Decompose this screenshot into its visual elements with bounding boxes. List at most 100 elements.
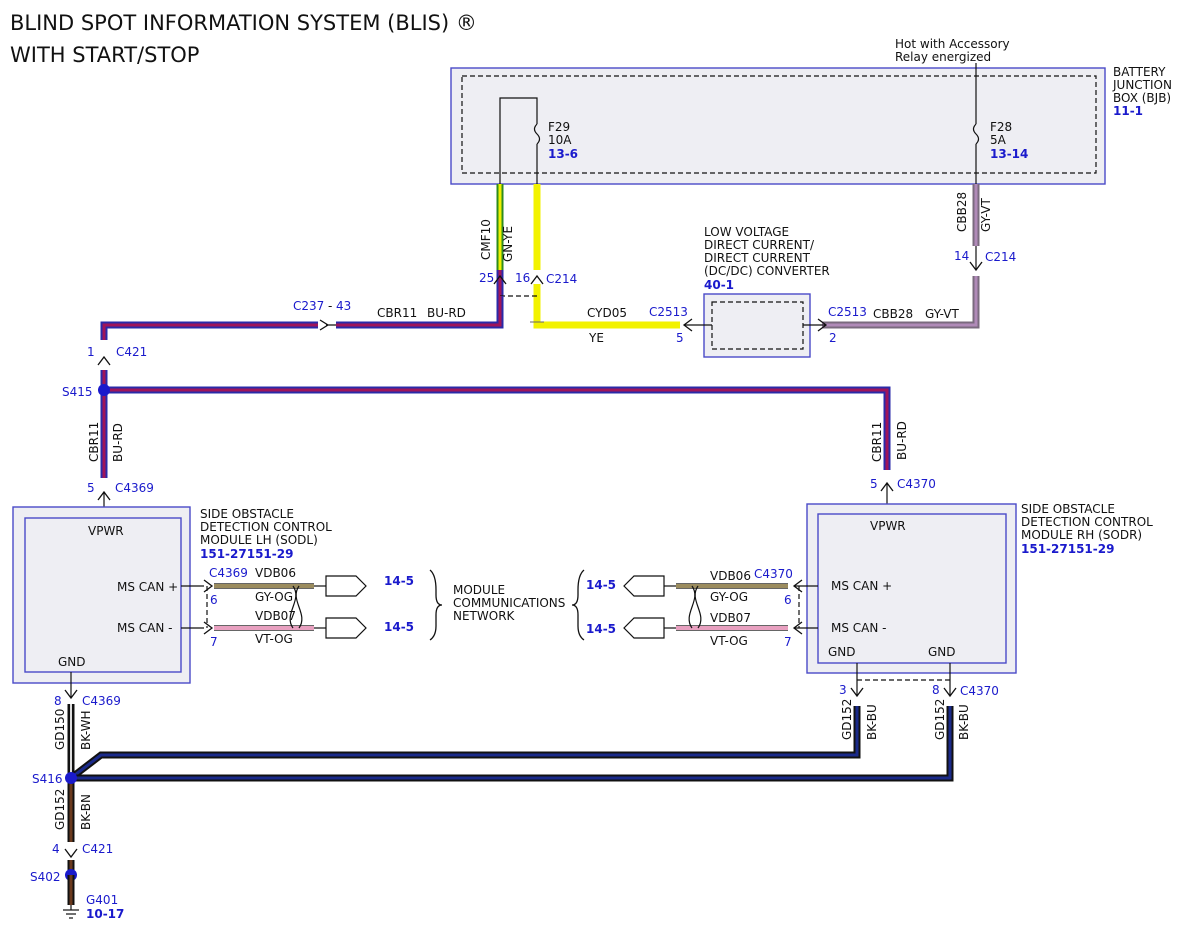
c214-pin16: 16 bbox=[515, 271, 530, 285]
cmf10-color: GN-YE bbox=[501, 226, 515, 262]
gd152-left-color: BK-BN bbox=[79, 794, 93, 830]
gd150-color: BK-WH bbox=[79, 710, 93, 750]
c4370-can-minus-icon bbox=[792, 621, 803, 635]
c4369-gnd-label: C4369 bbox=[82, 694, 121, 708]
gd152-left-circuit: GD152 bbox=[53, 789, 67, 830]
g401-ref-link[interactable]: 10-17 bbox=[86, 907, 124, 921]
cbb28-h-circuit: CBB28 bbox=[873, 307, 913, 321]
cbr11-right-color: BU-RD bbox=[895, 421, 909, 460]
c2513-left-pin: 5 bbox=[676, 331, 684, 345]
bjb-name-3: BOX (BJB) bbox=[1113, 91, 1171, 105]
sodl-can-plus: MS CAN + bbox=[117, 580, 178, 594]
sodr-inner bbox=[817, 513, 1007, 664]
sodr-can-minus: MS CAN - bbox=[831, 621, 887, 635]
sodr-twist-icon bbox=[688, 585, 702, 629]
sodr-plus-ref-link[interactable]: 14-5 bbox=[586, 578, 616, 592]
c421-bottom-gap bbox=[64, 842, 78, 856]
sodl-name-3: MODULE LH (SODL) bbox=[200, 533, 318, 547]
network-right-brace-icon bbox=[571, 569, 585, 641]
sodl-can-minus: MS CAN - bbox=[117, 621, 173, 635]
cbb28-h-color: GY-VT bbox=[925, 307, 959, 321]
sodl-vdb07-color: VT-OG bbox=[255, 632, 293, 646]
bjb-note-1: Hot with Accessory bbox=[895, 37, 1010, 51]
ground-icon bbox=[63, 905, 79, 919]
sodr-ref-link[interactable]: 151-27151-29 bbox=[1021, 542, 1114, 556]
c4369-vpwr-pin: 5 bbox=[87, 481, 95, 495]
c4370-gnd-label: C4370 bbox=[960, 684, 999, 698]
cbr11-top-color: BU-RD bbox=[427, 306, 466, 320]
c237-pin: 43 bbox=[336, 299, 351, 313]
f29-ref-link[interactable]: 13-6 bbox=[548, 147, 578, 161]
gd150-circuit: GD150 bbox=[53, 709, 67, 750]
sodr-vdb07-color: VT-OG bbox=[710, 634, 748, 648]
c237-label: C237 bbox=[293, 299, 324, 313]
wire-cbr11-right-inner bbox=[104, 388, 889, 470]
c4369-can-label: C4369 bbox=[209, 566, 248, 580]
cyd05-color: YE bbox=[588, 331, 604, 345]
sodr-can-plus: MS CAN + bbox=[831, 579, 892, 593]
sodr-module: VPWR MS CAN + MS CAN - GND GND SIDE OBST… bbox=[806, 502, 1153, 674]
c237-connector-icon bbox=[319, 319, 336, 331]
dcdc-name-2: DIRECT CURRENT/ bbox=[704, 238, 815, 252]
sodr-gnd1-connector-icon bbox=[850, 687, 864, 698]
battery-junction-box: BATTERY JUNCTION BOX (BJB) 11-1 Hot with… bbox=[450, 37, 1172, 185]
sodr-name-1: SIDE OBSTACLE bbox=[1021, 502, 1115, 516]
s415-splice-icon bbox=[98, 384, 110, 396]
c2513-left-label: C2513 bbox=[649, 305, 688, 319]
sodl-module: VPWR MS CAN + MS CAN - GND SIDE OBSTACLE… bbox=[12, 506, 332, 684]
wire-gd152-r2-outer bbox=[71, 706, 954, 782]
c214-pin16-icon bbox=[530, 274, 544, 285]
s415-label: S415 bbox=[62, 385, 93, 399]
sodl-gnd: GND bbox=[58, 655, 86, 669]
f28-ref-link[interactable]: 13-14 bbox=[990, 147, 1028, 161]
gd152-r1-color: BK-BU bbox=[865, 704, 879, 740]
sodl-vdb06-color: GY-OG bbox=[255, 590, 293, 604]
sodr-minus-offpage-icon bbox=[623, 617, 665, 639]
f28-rating: 5A bbox=[990, 133, 1007, 147]
c214-pin25-icon bbox=[493, 274, 507, 285]
dcdc-name-4: (DC/DC) CONVERTER bbox=[704, 264, 830, 278]
sodl-name-2: DETECTION CONTROL bbox=[200, 520, 332, 534]
c4370-can-plus-pin: 6 bbox=[784, 593, 792, 607]
wire-gd152-r1-inner bbox=[70, 706, 859, 780]
dcdc-outline bbox=[703, 293, 811, 358]
network-line-1: MODULE bbox=[453, 583, 505, 597]
network-line-2: COMMUNICATIONS bbox=[453, 596, 565, 610]
c4369-can-minus-pin: 7 bbox=[210, 635, 218, 649]
cbr11-left-color: BU-RD bbox=[111, 423, 125, 462]
sodl-minus-ref-link[interactable]: 14-5 bbox=[384, 620, 414, 634]
bjb-ref-link[interactable]: 11-1 bbox=[1113, 104, 1143, 118]
dcdc-converter: LOW VOLTAGE DIRECT CURRENT/ DIRECT CURRE… bbox=[649, 225, 867, 358]
sodl-name-1: SIDE OBSTACLE bbox=[200, 507, 294, 521]
f29-rating: 10A bbox=[548, 133, 572, 147]
gd152-r2-color: BK-BU bbox=[957, 704, 971, 740]
c421-bottom-connector-icon bbox=[64, 848, 78, 859]
bjb-dashed-outline bbox=[461, 75, 1097, 174]
sodl-ref-link[interactable]: 151-27151-29 bbox=[200, 547, 293, 561]
sodl-vdb07: VDB07 bbox=[255, 609, 296, 623]
c2513-right-label: C2513 bbox=[828, 305, 867, 319]
s416-splice-icon bbox=[65, 772, 77, 784]
dcdc-name-1: LOW VOLTAGE bbox=[704, 225, 789, 239]
sodr-vpwr: VPWR bbox=[870, 519, 906, 533]
c4369-can-minus-icon bbox=[203, 621, 214, 635]
wire-cyd05 bbox=[533, 296, 680, 329]
c4370-can-minus-pin: 7 bbox=[784, 635, 792, 649]
c421-top-pin: 1 bbox=[87, 345, 95, 359]
wire-cbr11-right-outer bbox=[104, 386, 891, 470]
sodr-minus-ref-link[interactable]: 14-5 bbox=[586, 622, 616, 636]
c4370-vpwr-pin: 5 bbox=[870, 477, 878, 491]
dcdc-ref-link[interactable]: 40-1 bbox=[704, 278, 734, 292]
sodl-vdb06: VDB06 bbox=[255, 566, 296, 580]
c421-bottom-pin: 4 bbox=[52, 842, 60, 856]
sodl-plus-offpage-icon bbox=[325, 575, 367, 597]
c214-pin25: 25 bbox=[479, 271, 494, 285]
sodl-vpwr: VPWR bbox=[88, 524, 124, 538]
cbr11-left-circuit: CBR11 bbox=[87, 422, 101, 462]
wire-gd152-r2-inner bbox=[71, 706, 952, 780]
c2513-right-pin: 2 bbox=[829, 331, 837, 345]
cbb28-vert-circuit: CBB28 bbox=[955, 192, 969, 232]
c4369-vpwr-label: C4369 bbox=[115, 481, 154, 495]
c214-pin14: 14 bbox=[954, 249, 969, 263]
sodl-plus-ref-link[interactable]: 14-5 bbox=[384, 574, 414, 588]
